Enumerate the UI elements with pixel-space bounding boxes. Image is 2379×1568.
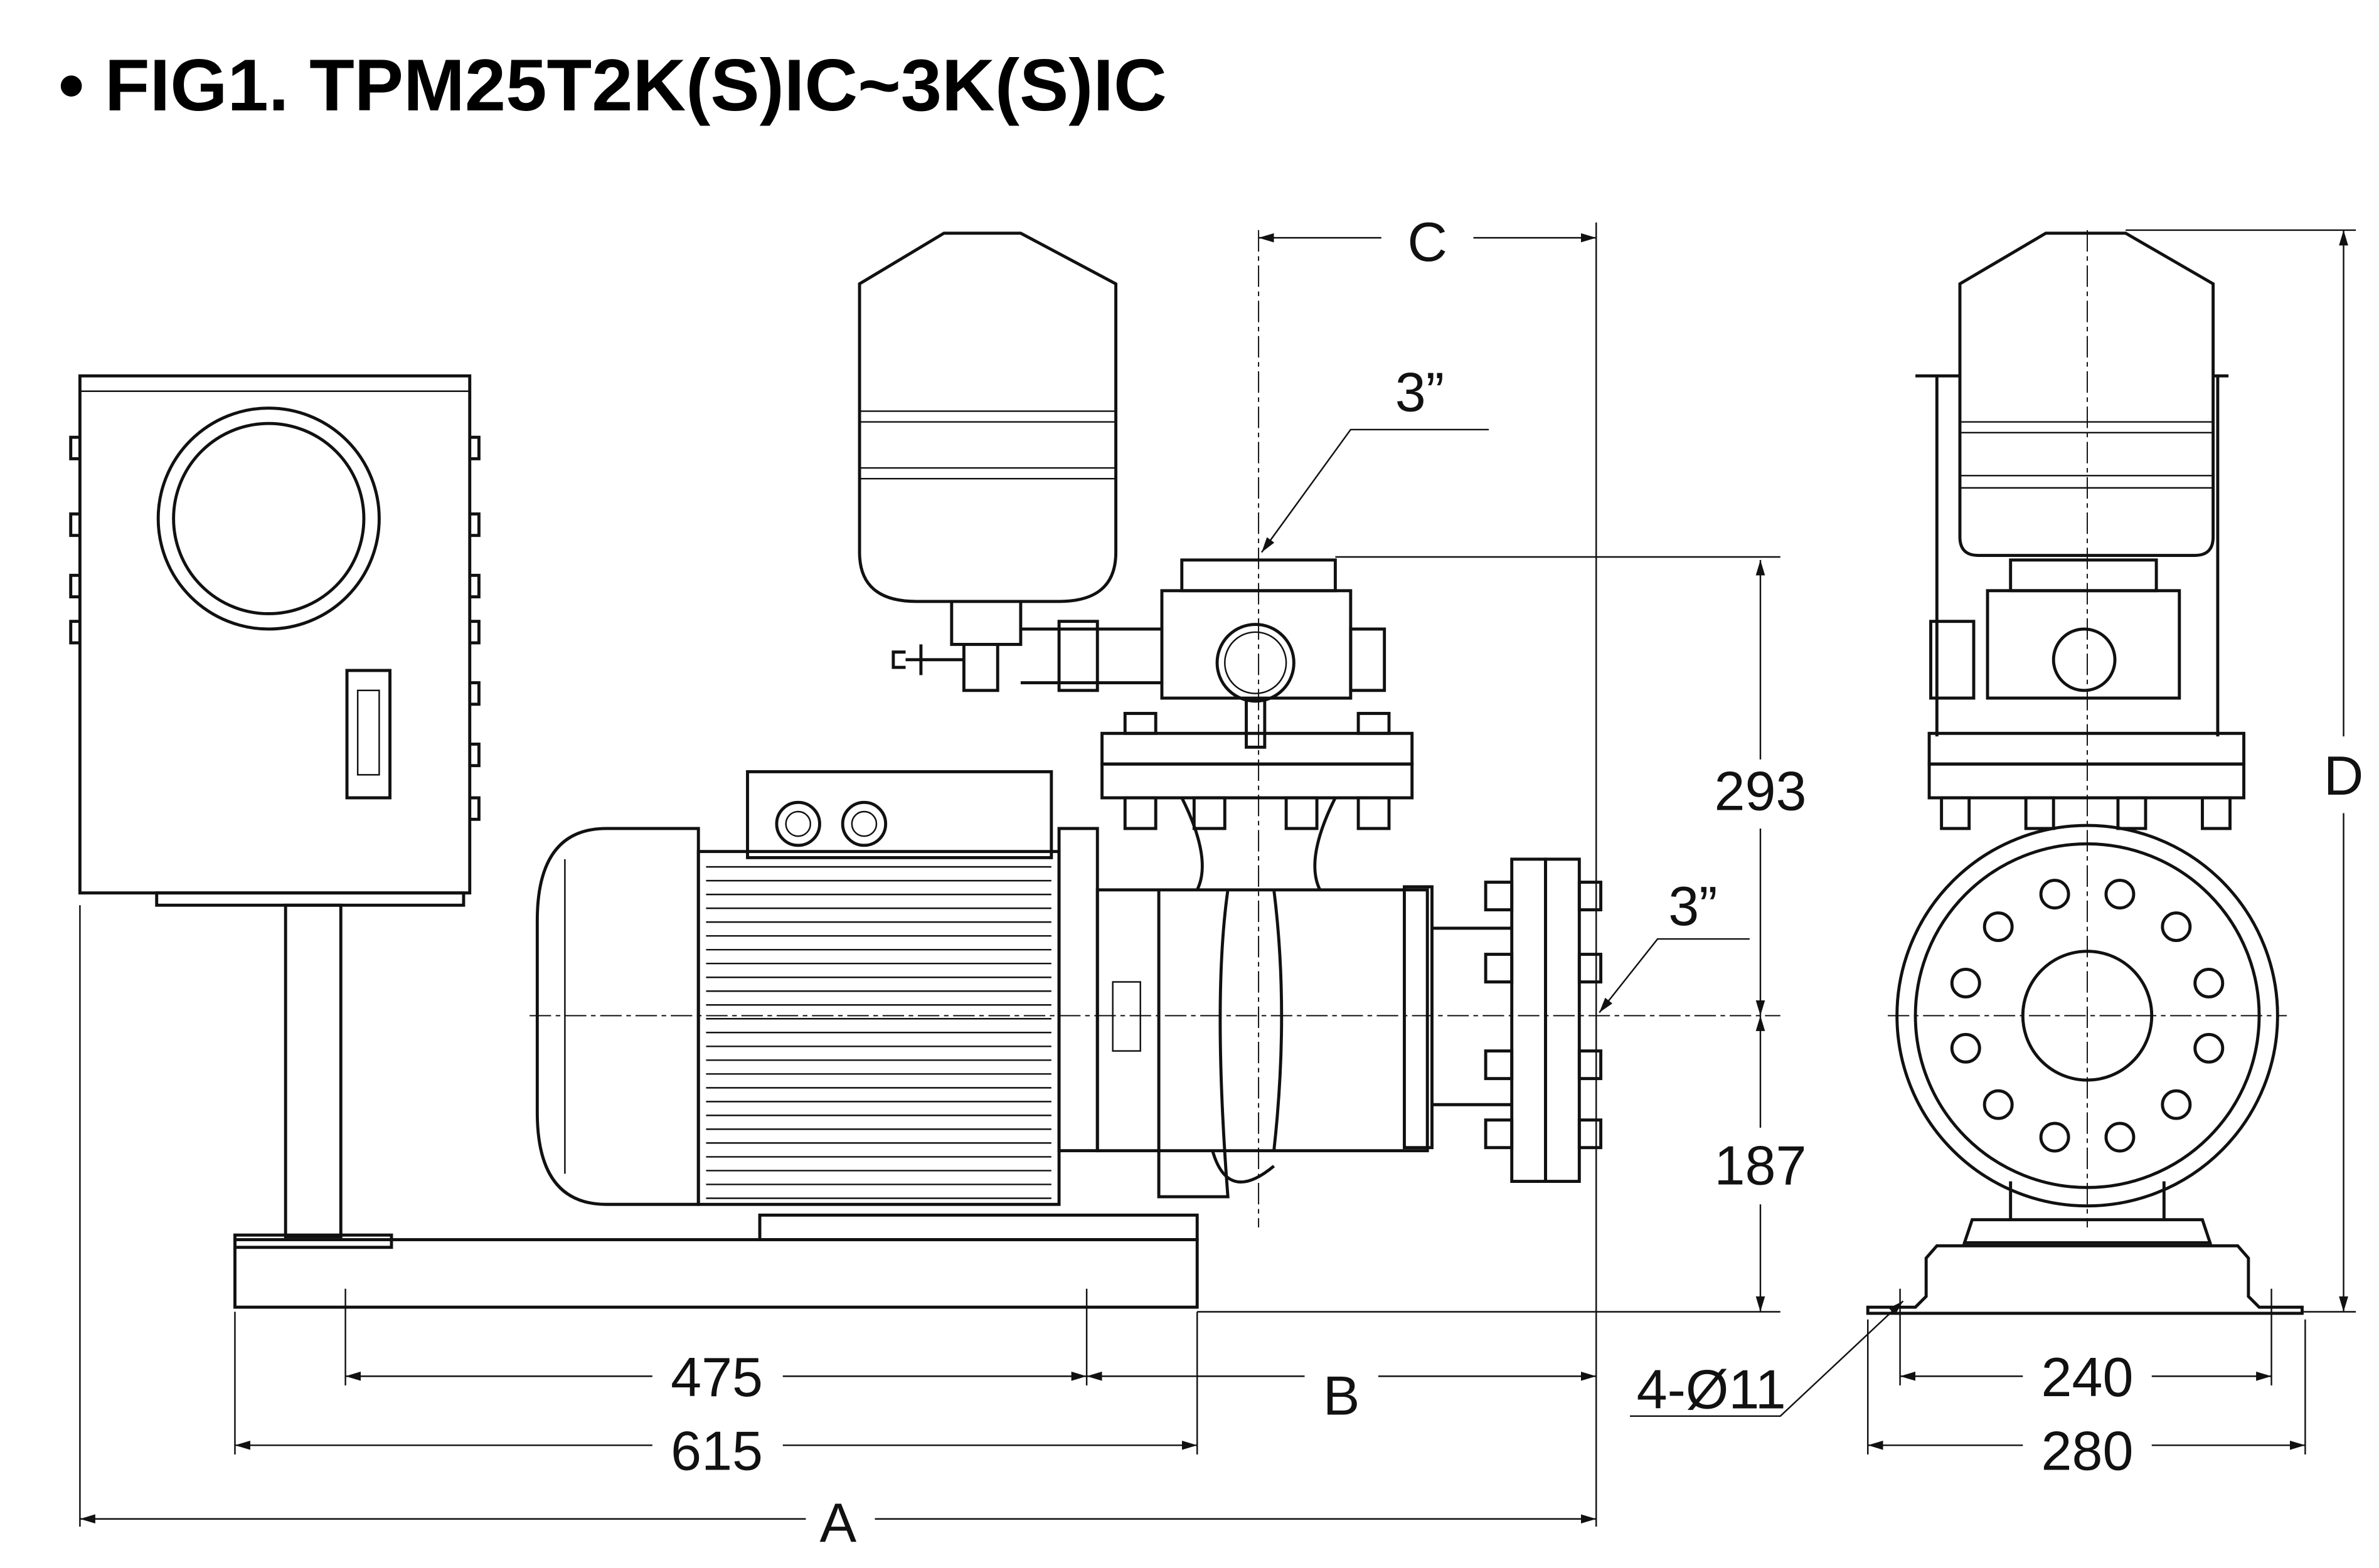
dimension-lines [80, 230, 2348, 1524]
flange-bolt [2039, 879, 2070, 910]
dim-outlet-size: 3” [1668, 875, 1717, 937]
center-lines [530, 230, 2287, 1227]
flange-bolt [2193, 967, 2225, 999]
dim-c: C [1407, 211, 1447, 273]
dimension-labels: C 3” 293 3” 187 D 475 B 615 A 4-Ø11 240 … [671, 211, 2363, 1554]
flange-bolt [1950, 1032, 1981, 1064]
flange-bolt [2193, 1032, 2225, 1064]
dim-293: 293 [1715, 760, 1807, 822]
pump-body [1095, 857, 1603, 1199]
dim-615: 615 [671, 1419, 763, 1481]
flange-bolt [2161, 1089, 2192, 1120]
flange-bolt [2104, 879, 2136, 910]
pressure-tank [858, 231, 1118, 692]
dim-475: 475 [671, 1346, 763, 1408]
flange-bolt [1982, 1089, 2014, 1120]
dim-240: 240 [2041, 1346, 2134, 1408]
flange-bolt [1950, 967, 1981, 999]
dim-inlet-size: 3” [1395, 361, 1444, 423]
control-box [69, 374, 481, 1239]
manifold [1020, 558, 1414, 891]
flange-bolt [2039, 1121, 2070, 1153]
dim-holes: 4-Ø11 [1637, 1359, 1786, 1421]
base-frame [233, 1213, 1199, 1309]
flange-bolt [2104, 1121, 2136, 1153]
dim-d: D [2324, 744, 2364, 807]
dim-a: A [819, 1491, 856, 1554]
dim-187: 187 [1715, 1134, 1807, 1196]
motor [535, 770, 1099, 1206]
flange-bolt [2161, 911, 2192, 942]
side-view [1866, 231, 2304, 1315]
extension-lines [79, 222, 2356, 1527]
flange-bolt [1982, 911, 2014, 942]
dim-b: B [1323, 1364, 1360, 1426]
dim-280: 280 [2041, 1419, 2134, 1481]
figure-title: • FIG1. TPM25T2K(S)IC~3K(S)IC [58, 44, 1167, 126]
